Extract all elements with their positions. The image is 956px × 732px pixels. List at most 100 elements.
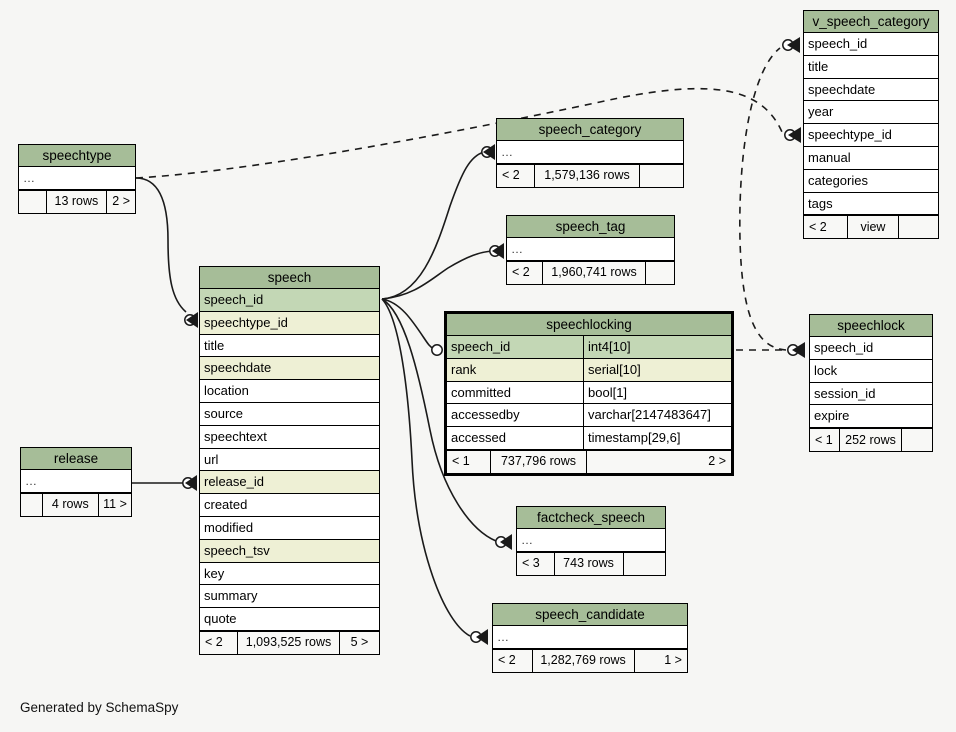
column-row[interactable]: url — [200, 448, 379, 472]
column-name: speech_id — [451, 339, 511, 354]
footer-cell[interactable]: 5 > — [350, 635, 369, 650]
footer-cell[interactable]: < 2 — [804, 216, 849, 239]
edge-speech-speechlocking — [381, 298, 435, 350]
edge-speechlock-v_speech_category — [739, 47, 787, 351]
column-row[interactable]: title — [200, 334, 379, 358]
table-title: v_speech_category — [804, 11, 938, 33]
column-row[interactable]: … — [517, 529, 665, 552]
column-name: rank — [451, 361, 477, 377]
column-row[interactable]: … — [19, 167, 135, 190]
footer-cell: 1,093,525 rows — [238, 631, 340, 654]
footer-cell[interactable] — [902, 429, 932, 451]
table-title: speech_candidate — [493, 604, 687, 626]
column-name: … — [497, 630, 510, 644]
column-row[interactable]: summary — [200, 585, 379, 609]
footer-cell[interactable] — [899, 216, 938, 238]
column-row[interactable]: expire — [810, 405, 932, 429]
column-name: tags — [808, 195, 833, 211]
footer-cell: 252 rows — [840, 429, 902, 452]
crowsfoot — [476, 629, 488, 645]
column-row[interactable]: … — [497, 141, 683, 164]
column-name: url — [204, 451, 219, 467]
column-row[interactable]: speech_id — [200, 289, 379, 312]
table-title: speech_tag — [507, 216, 674, 238]
footer-cell[interactable]: < 2 — [200, 631, 238, 654]
column-row[interactable]: release_id — [200, 471, 379, 495]
column-row[interactable]: … — [507, 238, 674, 261]
column-name: accessed — [451, 430, 506, 446]
crowsfoot — [787, 37, 800, 53]
footer-cell[interactable]: < 3 — [517, 552, 555, 575]
generated-by-caption: Generated by SchemaSpy — [20, 700, 179, 715]
column-row[interactable]: title — [804, 55, 938, 79]
column-name: speech_tsv — [204, 542, 270, 558]
column-row[interactable]: key — [200, 562, 379, 586]
column-row[interactable]: speech_id — [810, 337, 932, 360]
footer-cell[interactable]: < 2 — [497, 164, 535, 187]
footer-cell[interactable]: 2 > — [708, 454, 726, 469]
edge-speechtype-v_speech_category — [135, 87, 783, 179]
connector-dot — [431, 344, 443, 356]
column-row[interactable]: … — [493, 626, 687, 649]
column-row[interactable]: source — [200, 402, 379, 426]
column-row[interactable]: speech_id — [804, 33, 938, 56]
column-row[interactable]: speechtype_id — [200, 311, 379, 335]
column-name: speechdate — [204, 360, 272, 376]
column-row[interactable]: manual — [804, 146, 938, 170]
column-row[interactable]: lock — [810, 359, 932, 383]
column-row[interactable]: location — [200, 380, 379, 403]
connector-dot — [184, 314, 196, 326]
footer-cell[interactable]: 11 > — [103, 497, 127, 512]
column-row[interactable]: speechtype_id — [804, 124, 938, 147]
edge-speech-speech_tag — [381, 250, 493, 300]
column-row[interactable]: … — [21, 470, 131, 493]
footer-cell[interactable] — [19, 190, 47, 213]
column-row[interactable]: speechdate — [200, 357, 379, 381]
connector-dot — [182, 477, 194, 489]
column-row[interactable]: speechdate — [804, 78, 938, 102]
column-row[interactable]: speechtext — [200, 425, 379, 449]
column-name: … — [501, 145, 514, 159]
column-row[interactable]: year — [804, 101, 938, 125]
connector-dot — [481, 146, 493, 158]
column-row[interactable]: categories — [804, 169, 938, 193]
column-row[interactable]: created — [200, 494, 379, 517]
footer-cell[interactable]: 2 > — [112, 194, 130, 209]
footer-cell[interactable]: < 1 — [447, 450, 491, 473]
footer-cell[interactable]: < 1 — [810, 429, 841, 452]
footer-cell[interactable] — [21, 493, 43, 516]
column-name: title — [204, 337, 225, 353]
footer-cell[interactable] — [646, 262, 674, 284]
column-row[interactable]: quote — [200, 608, 379, 631]
footer-cell[interactable] — [640, 165, 683, 187]
table-title: factcheck_speech — [517, 507, 665, 529]
column-name: lock — [814, 362, 838, 378]
footer-cell[interactable] — [624, 553, 665, 575]
column-row[interactable]: tags — [804, 192, 938, 216]
column-row[interactable]: modified — [200, 516, 379, 540]
footer-cell[interactable]: < 2 — [493, 649, 533, 672]
column-row[interactable]: session_id — [810, 382, 932, 406]
column-row[interactable]: speech_tsv — [200, 539, 379, 563]
crowsfoot — [492, 243, 504, 259]
footer-cell[interactable]: 1 > — [664, 653, 682, 668]
column-name: accessedby — [451, 407, 520, 423]
footer-cell[interactable]: < 2 — [507, 261, 543, 284]
